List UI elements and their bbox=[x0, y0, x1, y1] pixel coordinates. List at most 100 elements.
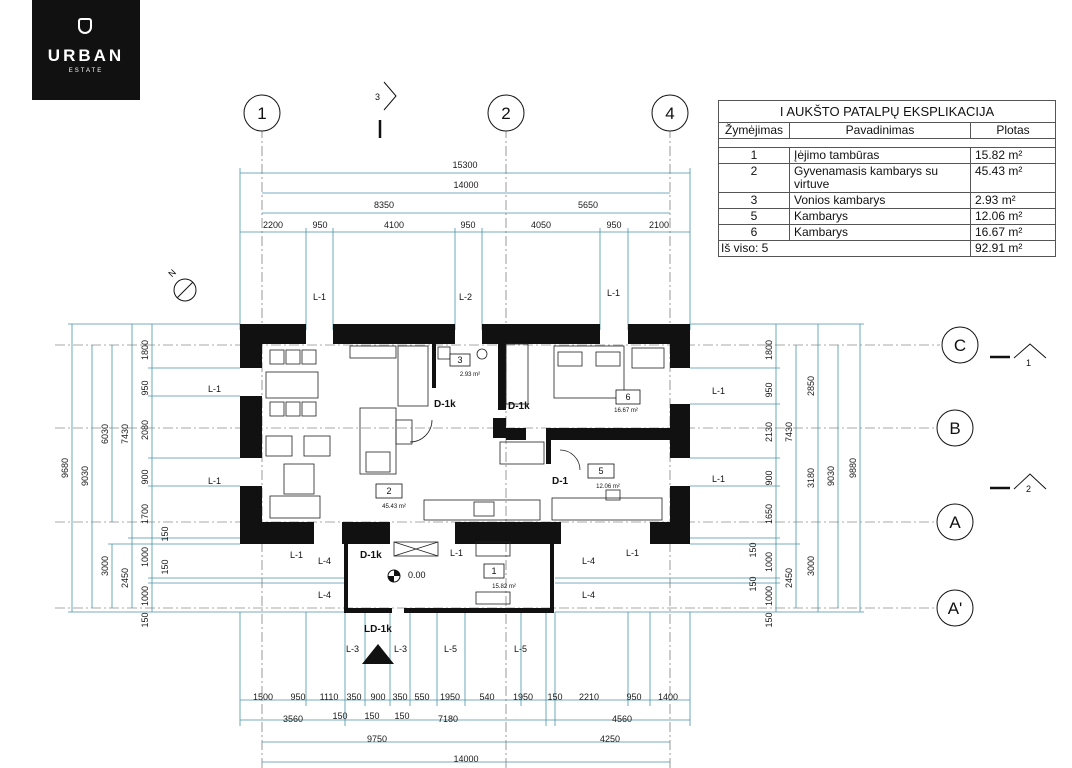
brand-logo: URBAN ESTATE bbox=[32, 0, 140, 100]
axis-label: B bbox=[949, 419, 960, 438]
dim-label: 1000 bbox=[764, 552, 774, 572]
dim-label: 150 bbox=[140, 612, 150, 627]
dim-label: 2450 bbox=[784, 568, 794, 588]
dim-label: 1950 bbox=[440, 692, 460, 702]
window-label: L-4 bbox=[318, 590, 331, 600]
dim-label: 9880 bbox=[848, 458, 858, 478]
logo-subtitle: ESTATE bbox=[68, 68, 104, 74]
axis-bubble-1 bbox=[243, 94, 281, 132]
window-label: L-1 bbox=[208, 476, 221, 486]
dim-label: 350 bbox=[392, 692, 407, 702]
table-row: 6 Kambarys 16.67 m² bbox=[718, 224, 1056, 241]
dim-label: 4100 bbox=[384, 220, 404, 230]
window-label: L-1 bbox=[712, 474, 725, 484]
room-id: 2 bbox=[718, 163, 790, 193]
room-name: Kambarys bbox=[789, 208, 971, 225]
svg-text:1: 1 bbox=[1026, 358, 1031, 368]
dim-label: 900 bbox=[764, 470, 774, 485]
axis-label: C bbox=[954, 336, 966, 355]
dim-label: 950 bbox=[290, 692, 305, 702]
room-area: 12.06 m² bbox=[596, 484, 620, 490]
dim-label: 950 bbox=[460, 220, 475, 230]
dim-label: 950 bbox=[312, 220, 327, 230]
window-label: L-4 bbox=[582, 590, 595, 600]
dim-label: 150 bbox=[160, 559, 170, 574]
dim-label: 950 bbox=[140, 380, 150, 395]
window-label: L-1 bbox=[712, 386, 725, 396]
axis-label: 2 bbox=[501, 104, 510, 123]
dim-label: 3000 bbox=[100, 556, 110, 576]
axis-bubble-a bbox=[936, 503, 974, 541]
room-area: 45.43 m² bbox=[970, 163, 1056, 193]
dim-label: 2450 bbox=[120, 568, 130, 588]
section-mark-top: 3 bbox=[375, 81, 397, 138]
table-header: Pavadinimas bbox=[789, 122, 971, 139]
section-mark-2: 2 bbox=[990, 473, 1047, 494]
dim-label: 350 bbox=[346, 692, 361, 702]
dim-label: 3560 bbox=[283, 714, 303, 724]
dim-label: 1000 bbox=[140, 586, 150, 606]
room-id: 1 bbox=[718, 147, 790, 164]
dim-label: 9680 bbox=[60, 458, 70, 478]
total-area: 92.91 m² bbox=[970, 240, 1056, 257]
table-row: 5 Kambarys 12.06 m² bbox=[718, 208, 1056, 225]
room-tags: 2 45.43 m² 3 2.93 m² 6 16.67 m² 5 12.06 … bbox=[375, 353, 641, 590]
room-name: Vonios kambarys bbox=[789, 192, 971, 209]
room-area: 2.93 m² bbox=[460, 372, 480, 378]
dim-label: 2210 bbox=[579, 692, 599, 702]
dim-label: 1700 bbox=[140, 504, 150, 524]
dim-label: 7430 bbox=[784, 422, 794, 442]
dim-label: 1950 bbox=[513, 692, 533, 702]
window-label: L-1 bbox=[450, 548, 463, 558]
dim-label: 4250 bbox=[600, 734, 620, 744]
walls bbox=[240, 324, 690, 613]
total-label: Iš viso: 5 bbox=[718, 240, 971, 257]
door-label: D-1k bbox=[360, 550, 382, 561]
axis-bubble-2 bbox=[487, 94, 525, 132]
dim-label: 1800 bbox=[764, 340, 774, 360]
furniture bbox=[265, 343, 665, 605]
window-label: L-1 bbox=[290, 550, 303, 560]
dim-label: 9750 bbox=[367, 734, 387, 744]
axis-bubbles: 1 2 4 C B A A' bbox=[243, 94, 979, 627]
window-label: L-4 bbox=[318, 556, 331, 566]
room-number: 6 bbox=[625, 392, 630, 402]
dimensions-top: 15300 14000 8350 5650 2200 950 4100 950 … bbox=[239, 160, 691, 330]
dim-label: 2100 bbox=[649, 220, 669, 230]
dim-label: 4560 bbox=[612, 714, 632, 724]
dim-label: 150 bbox=[394, 711, 409, 721]
dim-label: 950 bbox=[606, 220, 621, 230]
axis-label: A' bbox=[948, 599, 963, 618]
room-number: 5 bbox=[598, 466, 603, 476]
dim-label: 15300 bbox=[452, 160, 477, 170]
dim-label: 2850 bbox=[806, 376, 816, 396]
window-label: L-5 bbox=[514, 644, 527, 654]
level-label: 0.00 bbox=[408, 570, 426, 580]
room-schedule-table: I AUKŠTO PATALPŲ EKSPLIKACIJA Žymėjimas … bbox=[718, 100, 1056, 257]
dim-label: 5650 bbox=[578, 200, 598, 210]
room-number: 3 bbox=[457, 355, 462, 365]
room-area: 16.67 m² bbox=[970, 224, 1056, 241]
window-label: L-4 bbox=[582, 556, 595, 566]
axis-bubble-4 bbox=[651, 94, 689, 132]
dim-label: 3000 bbox=[806, 556, 816, 576]
window-label: L-1 bbox=[313, 292, 326, 302]
table-row: 2 Gyvenamasis kambarys su virtuve 45.43 … bbox=[718, 163, 1056, 193]
dimensions-bottom: 1500 950 1110 350 900 350 550 1950 540 1… bbox=[239, 612, 691, 764]
dim-label: 1110 bbox=[320, 692, 339, 702]
section-mark-1: 1 bbox=[990, 343, 1047, 368]
window-label: L-1 bbox=[208, 384, 221, 394]
dim-label: 150 bbox=[364, 711, 379, 721]
table-row: 3 Vonios kambarys 2.93 m² bbox=[718, 192, 1056, 209]
dim-label: 2080 bbox=[140, 420, 150, 440]
window-label: L-1 bbox=[607, 288, 620, 298]
door-label: D-1 bbox=[552, 476, 569, 487]
dim-label: 1000 bbox=[764, 586, 774, 606]
room-number: 1 bbox=[491, 566, 496, 576]
window-label: L-5 bbox=[444, 644, 457, 654]
door-label: D-1k bbox=[508, 401, 530, 412]
logo-mark-icon bbox=[78, 18, 92, 34]
room-number: 2 bbox=[386, 486, 391, 496]
svg-text:2: 2 bbox=[1026, 484, 1031, 494]
dim-label: 4050 bbox=[531, 220, 551, 230]
